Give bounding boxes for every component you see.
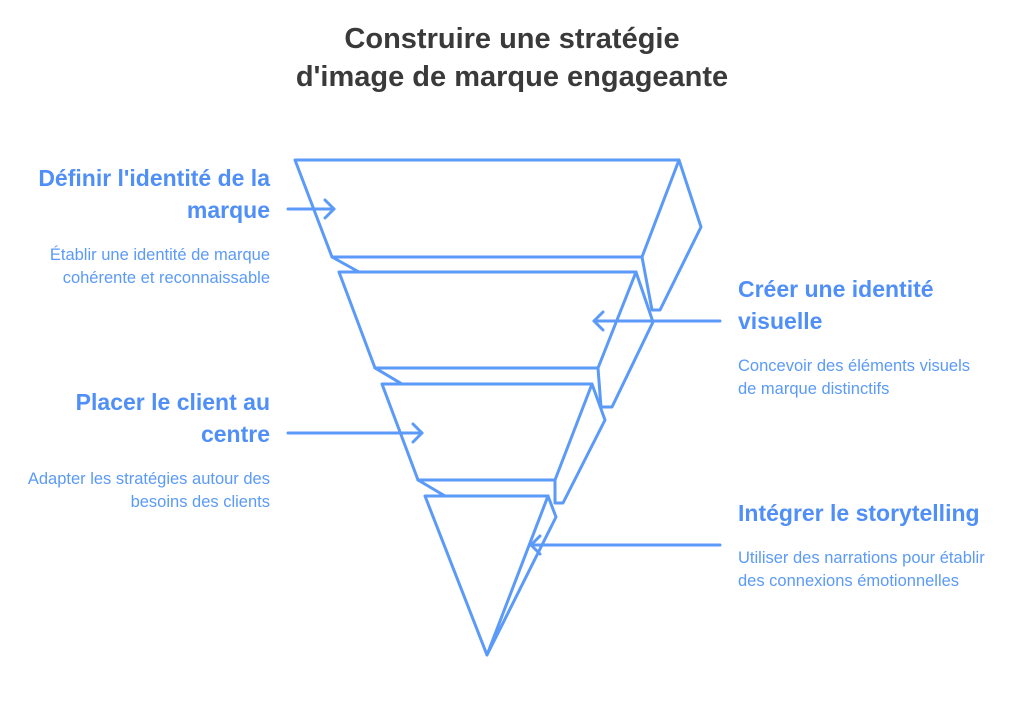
stage-4-label: Intégrer le storytelling Utiliser des na… xyxy=(738,497,988,593)
title-line-1: Construire une stratégie xyxy=(344,23,680,55)
stage-description: Adapter les stratégies autour des besoin… xyxy=(27,470,270,511)
stage-description: Établir une identité de marque cohérente… xyxy=(49,246,270,287)
arrow-4 xyxy=(529,534,722,556)
funnel-layer-3 xyxy=(380,382,607,505)
funnel-layer-2 xyxy=(337,270,655,409)
funnel-layer-1 xyxy=(293,158,703,312)
arrow-2 xyxy=(592,310,722,332)
stage-3-label: Placer le client au centre Adapter les s… xyxy=(20,386,270,514)
diagram-title: Construire une stratégie d'image de marq… xyxy=(0,20,1024,96)
stage-1-label: Définir l'identité de la marque Établir … xyxy=(20,162,270,290)
arrow-1 xyxy=(286,198,336,220)
arrow-3 xyxy=(286,422,424,444)
stage-description: Utiliser des narrations pour établir des… xyxy=(738,549,985,590)
stage-2-label: Créer une identité visuelle Concevoir de… xyxy=(738,273,988,401)
stage-description: Concevoir des éléments visuels de marque… xyxy=(738,357,971,398)
stage-heading: Créer une identité visuelle xyxy=(738,276,934,334)
funnel-layer-4 xyxy=(423,494,558,657)
stage-heading: Définir l'identité de la marque xyxy=(38,165,270,223)
title-line-2: d'image de marque engageante xyxy=(295,61,729,93)
stage-heading: Intégrer le storytelling xyxy=(738,500,980,526)
stage-heading: Placer le client au centre xyxy=(75,389,270,447)
